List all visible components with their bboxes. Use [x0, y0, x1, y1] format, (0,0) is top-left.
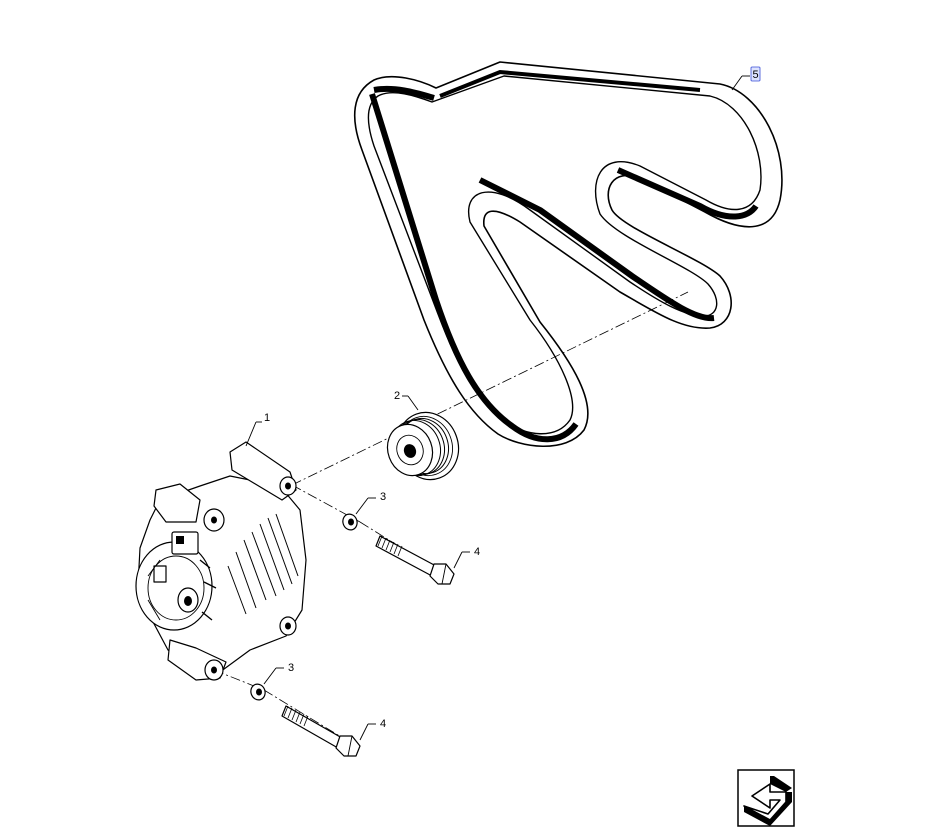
washer-lower[interactable]	[249, 682, 268, 702]
callout-label-3-upper: 3	[380, 491, 386, 503]
return-arrow-icon	[743, 776, 792, 826]
alternator[interactable]	[135, 441, 307, 681]
callout-label-1: 1	[264, 412, 270, 424]
callout-alternator[interactable]: 1	[245, 412, 270, 447]
callout-washer-upper[interactable]: 3	[355, 491, 386, 515]
callout-washer-lower[interactable]: 3	[263, 662, 294, 685]
callout-label-3-lower: 3	[288, 662, 294, 674]
return-button[interactable]	[737, 769, 795, 827]
callout-bolt-lower[interactable]: 4	[359, 718, 386, 741]
callout-belt[interactable]: 5	[731, 66, 761, 91]
callout-label-4-lower: 4	[380, 718, 386, 730]
serpentine-belt[interactable]	[353, 61, 783, 447]
callout-bolt-upper[interactable]: 4	[453, 546, 480, 569]
washer-upper[interactable]	[341, 512, 360, 532]
callout-label-5: 5	[753, 69, 759, 81]
bolt-lower[interactable]	[281, 705, 361, 757]
bolt-upper[interactable]	[375, 535, 455, 585]
callout-highlight	[750, 66, 761, 82]
alternator-pulley[interactable]	[380, 404, 467, 488]
callout-label-4-upper: 4	[474, 546, 480, 558]
callout-label-2: 2	[394, 390, 400, 402]
callout-pulley[interactable]: 2	[394, 390, 419, 411]
